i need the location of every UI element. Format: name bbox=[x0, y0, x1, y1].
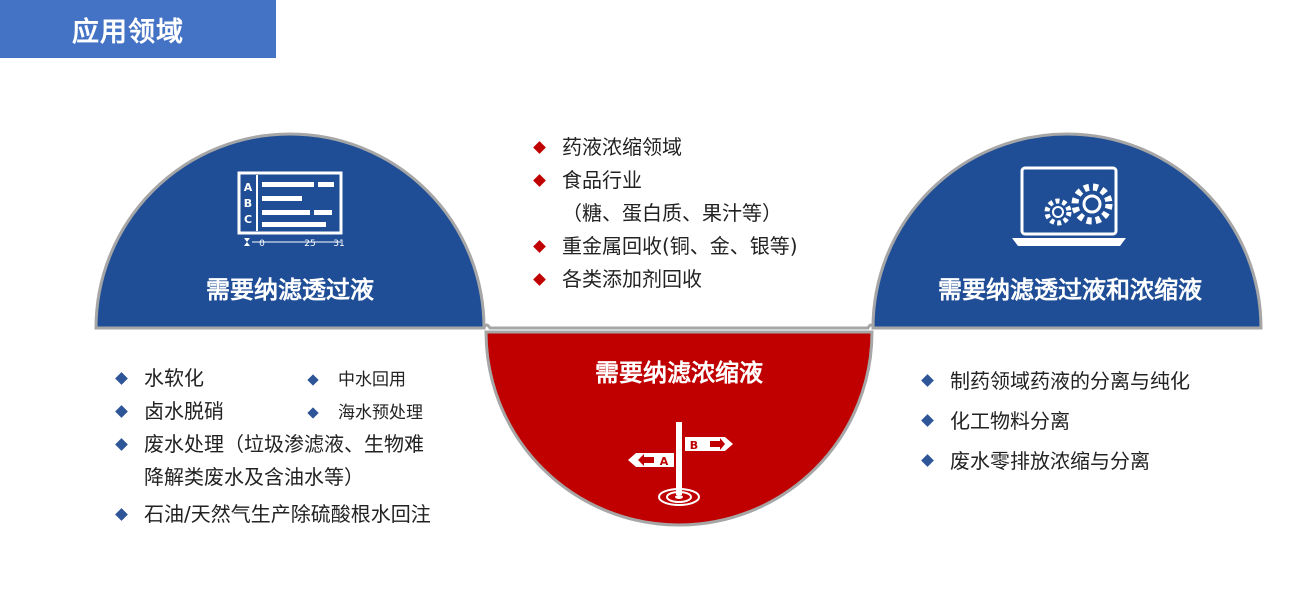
left-application-list: 水软化 卤水脱硝 废水处理（垃圾渗滤液、生物难降解类废水及含油水等） 石油/天然… bbox=[112, 362, 431, 531]
title-bar: 应用领域 bbox=[0, 0, 276, 58]
list-item: 食品行业（糖、蛋白质、果汁等） bbox=[530, 164, 798, 230]
left-application-list-secondary: 中水回用 海水预处理 bbox=[304, 364, 423, 430]
list-item: 化工物料分离 bbox=[918, 401, 1190, 441]
diamond-bullet-icon bbox=[115, 438, 128, 451]
list-item: 重金属回收(铜、金、银等) bbox=[530, 230, 798, 263]
diamond-bullet-icon bbox=[533, 141, 546, 154]
diamond-bullet-icon bbox=[533, 240, 546, 253]
left-semicircle bbox=[94, 132, 486, 330]
list-item: 水软化 bbox=[112, 362, 431, 395]
right-section-label: 需要纳滤透过液和浓缩液 bbox=[938, 276, 1202, 304]
chart-document-icon: A B C 0 25 31 bbox=[237, 171, 345, 249]
chart-tick-0: 0 bbox=[259, 239, 265, 249]
list-item: 各类添加剂回收 bbox=[530, 263, 798, 296]
list-item: 废水零排放浓缩与分离 bbox=[918, 441, 1190, 481]
list-item: 废水处理（垃圾渗滤液、生物难降解类废水及含油水等） bbox=[112, 428, 431, 494]
diamond-bullet-icon bbox=[533, 273, 546, 286]
diamond-bullet-icon bbox=[307, 374, 319, 386]
diamond-bullet-icon bbox=[921, 454, 934, 467]
list-item: 石油/天然气生产除硫酸根水回注 bbox=[112, 498, 431, 531]
list-item: 药液浓缩领域 bbox=[530, 131, 798, 164]
chart-letter-a: A bbox=[244, 181, 253, 194]
center-application-list: 药液浓缩领域 食品行业（糖、蛋白质、果汁等） 重金属回收(铜、金、银等) 各类添… bbox=[530, 131, 798, 296]
chart-letter-c: C bbox=[244, 213, 252, 226]
right-application-list: 制药领域药液的分离与纯化 化工物料分离 废水零排放浓缩与分离 bbox=[918, 361, 1190, 481]
diamond-bullet-icon bbox=[307, 407, 319, 419]
diamond-bullet-icon bbox=[115, 508, 128, 521]
list-item: 中水回用 bbox=[304, 364, 423, 397]
chart-tick-25: 25 bbox=[304, 239, 315, 249]
left-section-label: 需要纳滤透过液 bbox=[206, 276, 374, 304]
chart-letter-b: B bbox=[244, 197, 252, 210]
list-item: 海水预处理 bbox=[304, 397, 423, 430]
diamond-bullet-icon bbox=[921, 374, 934, 387]
diamond-bullet-icon bbox=[115, 405, 128, 418]
right-semicircle bbox=[871, 132, 1263, 330]
signpost-target-icon: B A bbox=[628, 422, 733, 506]
list-item: 卤水脱硝 bbox=[112, 395, 431, 428]
connector-line bbox=[482, 323, 876, 330]
center-section-label: 需要纳滤浓缩液 bbox=[595, 359, 763, 387]
diamond-bullet-icon bbox=[921, 414, 934, 427]
sign-letter-a: A bbox=[660, 455, 669, 468]
diamond-bullet-icon bbox=[533, 174, 546, 187]
chart-tick-31: 31 bbox=[333, 239, 344, 249]
diamond-bullet-icon bbox=[115, 372, 128, 385]
laptop-gears-icon bbox=[1012, 166, 1126, 246]
sign-letter-b: B bbox=[690, 439, 698, 452]
page-title: 应用领域 bbox=[72, 16, 184, 48]
list-item: 制药领域药液的分离与纯化 bbox=[918, 361, 1190, 401]
